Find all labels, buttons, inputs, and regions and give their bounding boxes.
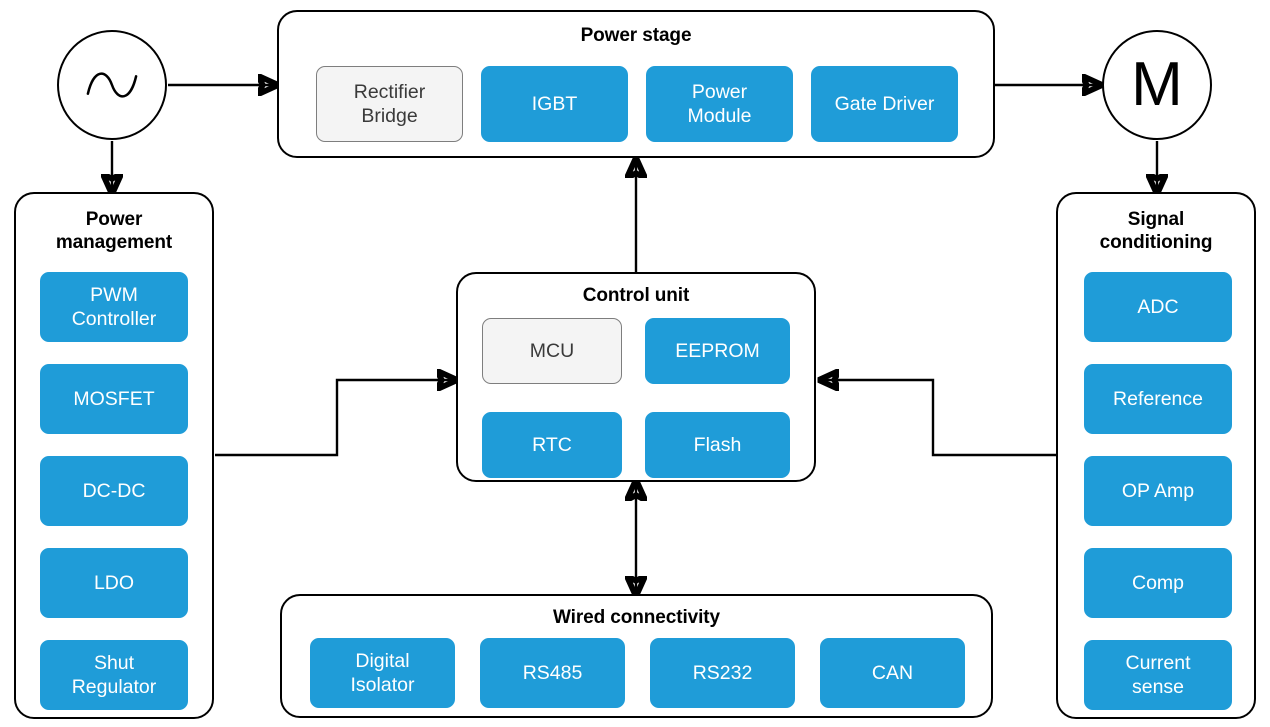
block-ldo[interactable]: LDO	[40, 548, 188, 618]
group-control-unit[interactable]: Control unit MCU EEPROM RTC Flash	[456, 272, 816, 482]
motor-node[interactable]: M	[1102, 30, 1212, 140]
block-adc[interactable]: ADC	[1084, 272, 1232, 342]
block-eeprom[interactable]: EEPROM	[645, 318, 790, 384]
group-power-management[interactable]: Power management PWM Controller MOSFET D…	[14, 192, 214, 719]
sine-wave-icon	[86, 72, 138, 98]
block-can[interactable]: CAN	[820, 638, 965, 708]
block-rs232[interactable]: RS232	[650, 638, 795, 708]
block-gate-driver[interactable]: Gate Driver	[811, 66, 958, 142]
block-rs485[interactable]: RS485	[480, 638, 625, 708]
block-power-module[interactable]: Power Module	[646, 66, 793, 142]
block-rectifier-bridge[interactable]: Rectifier Bridge	[316, 66, 463, 142]
block-dc-dc[interactable]: DC-DC	[40, 456, 188, 526]
power-stage-title: Power stage	[580, 25, 692, 46]
block-flash[interactable]: Flash	[645, 412, 790, 478]
block-op-amp[interactable]: OP Amp	[1084, 456, 1232, 526]
block-mcu[interactable]: MCU	[482, 318, 622, 384]
group-signal-conditioning[interactable]: Signal conditioning ADC Reference OP Amp…	[1056, 192, 1256, 719]
block-reference[interactable]: Reference	[1084, 364, 1232, 434]
block-rtc[interactable]: RTC	[482, 412, 622, 478]
block-pwm-controller[interactable]: PWM Controller	[40, 272, 188, 342]
block-shut-regulator[interactable]: Shut Regulator	[40, 640, 188, 710]
ac-source-node[interactable]	[57, 30, 167, 140]
signal-conditioning-title: Signal conditioning	[1099, 209, 1213, 253]
block-comp[interactable]: Comp	[1084, 548, 1232, 618]
block-digital-isolator[interactable]: Digital Isolator	[310, 638, 455, 708]
arrow-signal-conditioning-to-control-unit	[821, 380, 1056, 457]
block-current-sense[interactable]: Current sense	[1084, 640, 1232, 710]
power-management-title: Power management	[55, 209, 173, 253]
group-power-stage[interactable]: Power stage Rectifier Bridge IGBT Power …	[277, 10, 995, 158]
block-igbt[interactable]: IGBT	[481, 66, 628, 142]
motor-label: M	[1131, 50, 1183, 119]
control-unit-title: Control unit	[582, 285, 690, 306]
wired-connectivity-title: Wired connectivity	[553, 607, 720, 628]
group-wired-connectivity[interactable]: Wired connectivity Digital Isolator RS48…	[280, 594, 993, 718]
arrow-power-management-to-control-unit	[215, 380, 455, 457]
block-mosfet[interactable]: MOSFET	[40, 364, 188, 434]
